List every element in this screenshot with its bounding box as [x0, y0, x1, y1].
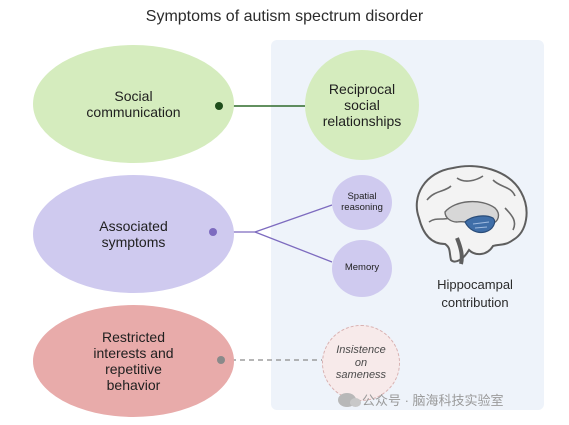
wechat-icon: [338, 392, 361, 407]
spatial-connector: [254, 204, 333, 233]
memory-connector: [254, 231, 333, 263]
social-connector-dot: [215, 102, 223, 110]
reciprocal-social-node: Reciprocal social relationships: [305, 50, 419, 160]
restricted-interests-node: Restricted interests and repetitive beha…: [33, 305, 234, 417]
insistence-on-sameness-node: Insistence on sameness: [322, 325, 400, 401]
spatial-reasoning-label: Spatial reasoning: [341, 190, 383, 213]
reciprocal-social-label: Reciprocal social relationships: [322, 80, 402, 130]
insistence-on-sameness-label: Insistence on sameness: [335, 344, 387, 382]
watermark: 公众号 · 脑海科技实验室: [338, 390, 558, 409]
brain-icon: [415, 165, 528, 265]
restricted-interests-label: Restricted interests and repetitive beha…: [93, 328, 174, 394]
memory-label: Memory: [344, 262, 380, 274]
social-communication-node: Social communication: [33, 45, 234, 163]
spatial-reasoning-node: Spatial reasoning: [332, 175, 392, 230]
associated-symptoms-label: Associated symptoms: [99, 217, 168, 250]
hippocampal-contribution-label: Hippocampal contribution: [437, 277, 513, 310]
associated-connector-dot: [209, 228, 217, 236]
social-communication-label: Social communication: [86, 87, 181, 120]
watermark-text: 公众号 · 脑海科技实验室: [362, 393, 504, 408]
diagram-title: Symptoms of autism spectrum disorder: [145, 8, 424, 25]
memory-node: Memory: [332, 240, 392, 297]
associated-symptoms-node: Associated symptoms: [33, 175, 234, 293]
restricted-connector-dot: [217, 356, 225, 364]
